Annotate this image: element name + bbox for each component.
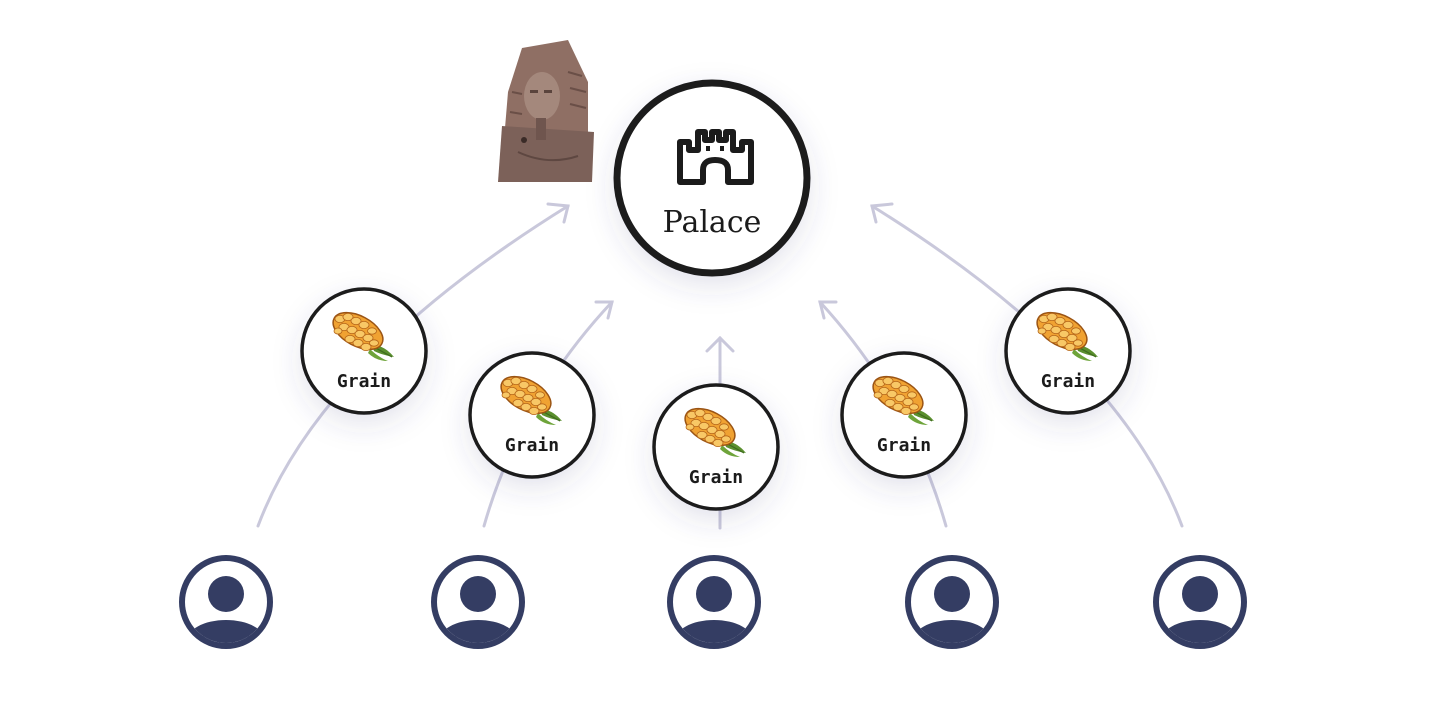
- grain-label: Grain: [689, 467, 743, 488]
- castle-icon: [677, 129, 754, 185]
- arrow-3-head: [705, 335, 735, 353]
- pharaoh-statue-icon: [498, 40, 594, 182]
- castle-window-left: [706, 146, 710, 151]
- grain-node: Grain: [652, 383, 780, 511]
- person-icon: [1153, 555, 1247, 649]
- person-icon: [179, 555, 273, 649]
- grain-label: Grain: [877, 435, 931, 456]
- person-icon: [905, 555, 999, 649]
- castle-window-right: [720, 146, 724, 151]
- arrow-2-head: [594, 300, 614, 320]
- person-icon: [667, 555, 761, 649]
- grain-label: Grain: [505, 435, 559, 456]
- people-layer: [179, 555, 1247, 649]
- grain-nodes-layer: Grain Grain Grain Grain Grain: [300, 287, 1132, 511]
- arrow-5-head: [870, 202, 894, 224]
- grain-label: Grain: [337, 371, 391, 392]
- palace-label: Palace: [663, 205, 762, 240]
- grain-node: Grain: [300, 287, 428, 415]
- grain-node: Grain: [468, 351, 596, 479]
- arrow-1-head: [546, 202, 570, 224]
- grain-label: Grain: [1041, 371, 1095, 392]
- arrow-4-head: [818, 300, 838, 320]
- grain-node: Grain: [1004, 287, 1132, 415]
- palace-node: [613, 79, 811, 277]
- person-icon: [431, 555, 525, 649]
- grain-node: Grain: [840, 351, 968, 479]
